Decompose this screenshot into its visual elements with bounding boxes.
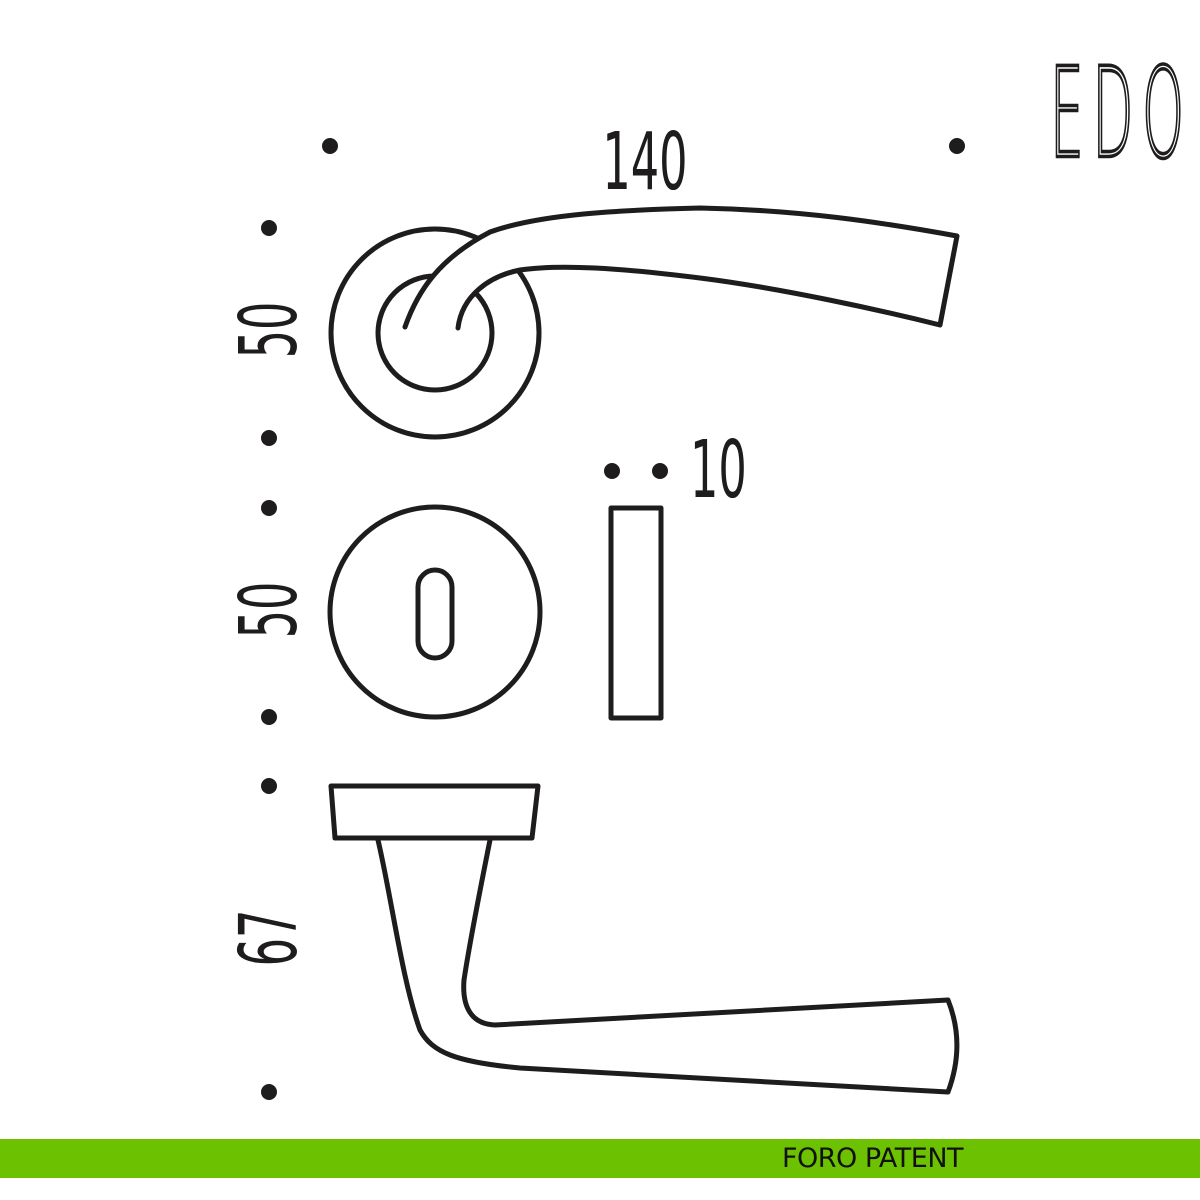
dimension-rose-keyhole-label: 50 (223, 582, 315, 639)
key-escutcheon-side-view (608, 505, 664, 721)
dimension-projection-label: 67 (223, 910, 315, 967)
footer-label: FORO PATENT (782, 1143, 964, 1174)
brand-logo: EDO (1050, 41, 1193, 187)
footer-bar: FORO PATENT (0, 1139, 1200, 1178)
handle-top-view (328, 205, 960, 440)
handle-side-view (328, 783, 960, 1095)
dimension-width-label: 140 (602, 117, 687, 209)
dimension-rose-top-label: 50 (223, 302, 315, 359)
keyhole-rose (327, 504, 543, 720)
dimension-key-width-label: 10 (690, 425, 747, 517)
dimension-dots (261, 138, 965, 1100)
